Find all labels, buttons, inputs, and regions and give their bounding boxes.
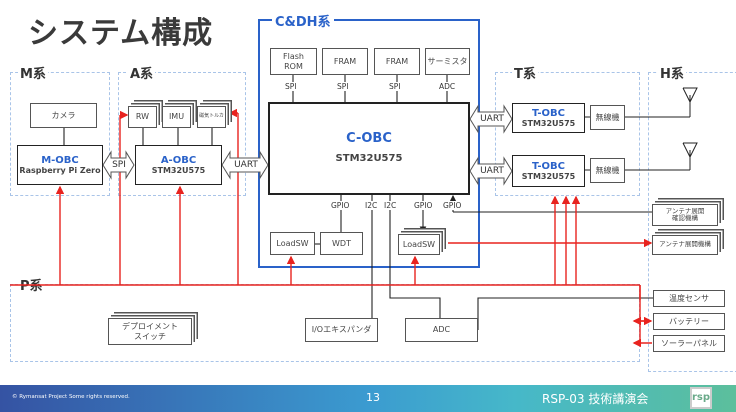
m-obc-name: M-OBC	[41, 154, 79, 166]
fram-label: FRAM	[333, 56, 357, 66]
radio-label: 無線機	[595, 112, 620, 122]
antenna-deploy-label: アンテナ展開機構	[659, 240, 711, 249]
a-obc-sub: STM32U575	[151, 166, 206, 176]
pin-label: I2C	[365, 201, 378, 210]
region-a-label: A系	[128, 63, 156, 82]
footer-bar: © Rymansat Project Some rights reserved.…	[0, 385, 736, 412]
pin-label: GPIO	[331, 201, 350, 210]
t-obc-sub: STM32U575	[521, 119, 576, 129]
temp-sensor-label: 温度センサ	[669, 293, 709, 303]
t-obc-name: T-OBC	[532, 107, 565, 119]
io-expander-label: I/Oエキスパンダ	[311, 325, 372, 335]
temp-sensor-box: 温度センサ	[653, 290, 725, 307]
event-name: RSP-03 技術講演会	[542, 392, 649, 406]
solar-panel-box: ソーラーパネル	[653, 335, 725, 352]
imu-box: IMU	[162, 106, 191, 128]
antenna-check-label: アンテナ展開確認機構	[665, 206, 705, 222]
io-expander-box: I/Oエキスパンダ	[305, 318, 378, 342]
rw-label: RW	[135, 112, 150, 122]
imu-label: IMU	[168, 112, 185, 122]
t-obc-sub: STM32U575	[521, 172, 576, 182]
c-obc-name: C-OBC	[346, 131, 392, 147]
thermistor-box: サーミスタ	[425, 48, 470, 75]
loadsw-label: LoadSW	[276, 238, 309, 248]
antenna-deploy-box: アンテナ展開機構	[652, 235, 718, 255]
page-number: 13	[366, 391, 380, 404]
camera-box: カメラ	[30, 103, 97, 128]
page-title: システム構成	[28, 16, 214, 51]
region-m-label: M系	[18, 63, 48, 82]
radio-box: 無線機	[590, 105, 625, 130]
radio-label: 無線機	[595, 165, 620, 175]
wdt-label: WDT	[332, 238, 351, 248]
uart-label: UART	[480, 166, 504, 176]
a-obc-name: A-OBC	[160, 154, 197, 166]
bus-label: SPI	[337, 82, 349, 91]
bus-label: SPI	[389, 82, 401, 91]
pin-label: GPIO	[414, 201, 433, 210]
magnetorquer-label: 磁気トルカ	[199, 113, 224, 120]
t-obc-name: T-OBC	[532, 160, 565, 172]
deploy-switch-label: デプロイメントスイッチ	[122, 322, 178, 341]
spi-arrow	[102, 150, 135, 180]
region-a	[118, 72, 246, 196]
adc-box: ADC	[405, 318, 478, 342]
m-obc-sub: Raspberry Pi Zero	[19, 166, 101, 176]
c-obc-sub: STM32U575	[335, 153, 403, 165]
wdt-box: WDT	[320, 232, 363, 255]
loadsw-label: LoadSW	[402, 239, 436, 249]
fram-box: FRAM	[322, 48, 368, 75]
fram-box: FRAM	[374, 48, 420, 75]
region-t	[495, 72, 640, 196]
c-obc-box: C-OBC STM32U575	[268, 102, 470, 195]
region-h	[648, 72, 736, 372]
camera-label: カメラ	[51, 110, 76, 120]
uart-label: UART	[480, 114, 504, 124]
region-cdh-label: C&DH系	[272, 11, 334, 30]
bus-label: SPI	[285, 82, 297, 91]
adc-label: ADC	[432, 325, 451, 335]
uart-label: UART	[234, 160, 258, 170]
pin-label: GPIO	[443, 201, 462, 210]
battery-box: バッテリー	[653, 313, 725, 330]
spi-label: SPI	[112, 160, 126, 170]
solar-panel-label: ソーラーパネル	[661, 338, 717, 348]
rsp-logo: rsp	[690, 387, 712, 409]
rw-box: RW	[128, 106, 157, 128]
loadsw-box: LoadSW	[398, 234, 440, 255]
loadsw-box: LoadSW	[270, 232, 315, 255]
region-h-label: H系	[658, 63, 686, 82]
copyright: © Rymansat Project Some rights reserved.	[12, 394, 130, 400]
radio-box: 無線機	[590, 158, 625, 183]
antenna-check-box: アンテナ展開確認機構	[652, 204, 718, 226]
fram-label: FRAM	[385, 56, 409, 66]
bus-label: ADC	[439, 82, 456, 91]
thermistor-label: サーミスタ	[427, 56, 468, 66]
region-t-label: T系	[512, 63, 538, 82]
region-cdh	[258, 19, 480, 268]
flash-rom-label: Flash ROM	[283, 52, 304, 71]
deploy-switch-box: デプロイメントスイッチ	[108, 318, 192, 345]
flash-rom-box: Flash ROM	[270, 48, 317, 75]
pin-label: I2C	[384, 201, 397, 210]
battery-label: バッテリー	[669, 316, 709, 326]
magnetorquer-box: 磁気トルカ	[197, 106, 226, 128]
